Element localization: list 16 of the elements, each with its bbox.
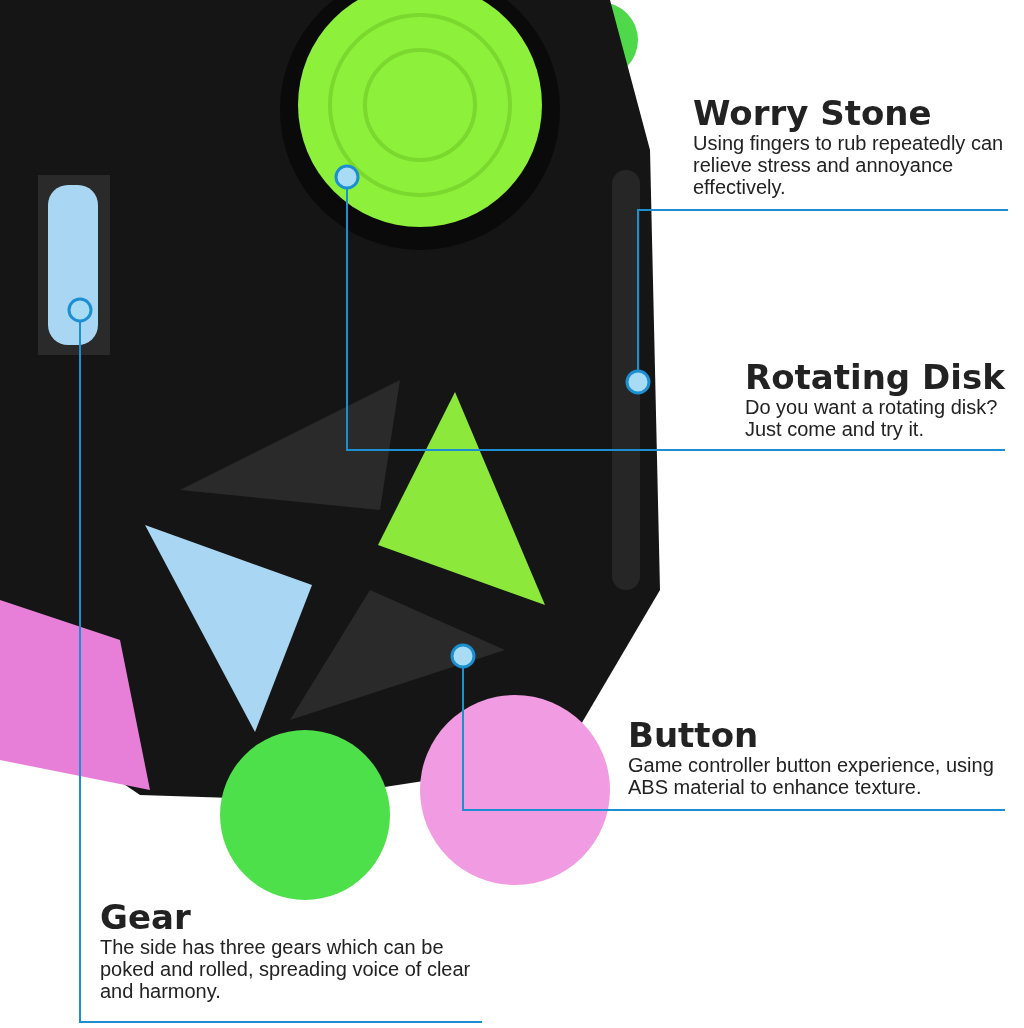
- callout-dot: [625, 369, 651, 395]
- callout-text: Using fingers to rub repeatedly can relieve stress and annoyance effectively.: [693, 132, 1005, 198]
- callout-dot: [450, 643, 476, 669]
- callout-heading: Rotating Disk: [745, 358, 1005, 396]
- callout-text: Do you want a rotating disk? Just come and try it.: [745, 396, 999, 440]
- callout-heading: Button: [628, 716, 760, 754]
- callout-dot: [67, 297, 93, 323]
- leader-line: [79, 320, 483, 1023]
- callout-heading: Worry Stone: [693, 94, 933, 132]
- leader-line: [346, 187, 1006, 451]
- callout-heading: Gear: [100, 898, 192, 936]
- callout-text: The side has three gears which can be poked and rolled, spreading voice of clear and harmony.: [100, 936, 472, 1002]
- leader-line: [462, 666, 1006, 811]
- callout-dot: [334, 164, 360, 190]
- leader-line: [637, 209, 1009, 372]
- callout-text: Game controller button experience, using ABS material to enhance texture.: [628, 754, 995, 798]
